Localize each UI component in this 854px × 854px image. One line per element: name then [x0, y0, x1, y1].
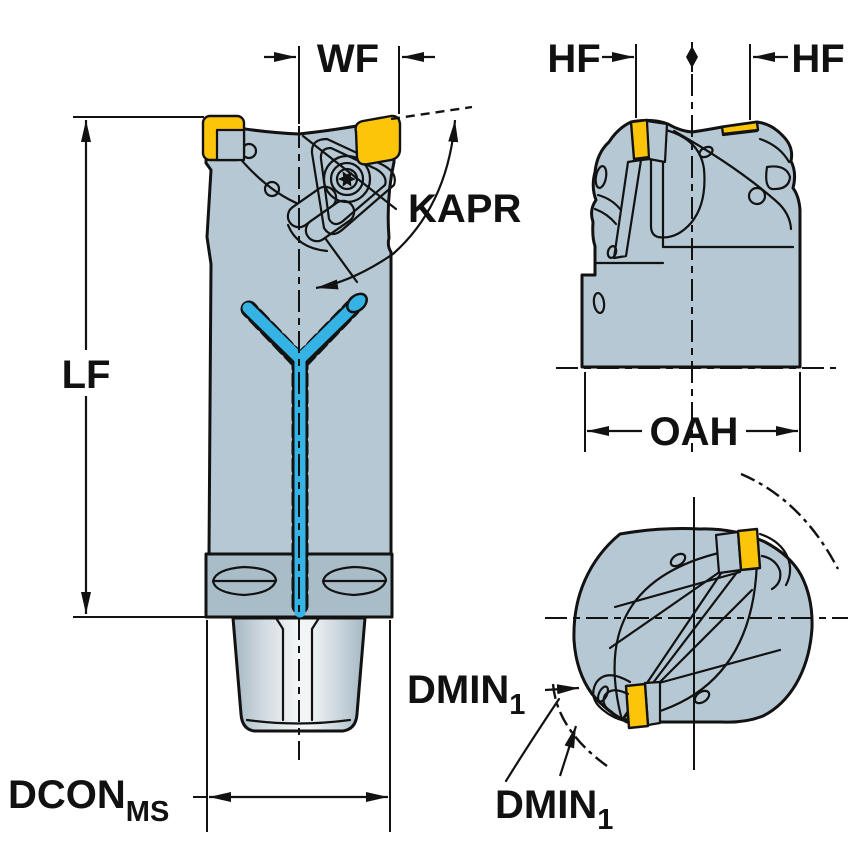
front-view [201, 46, 402, 760]
side-body-hole [592, 291, 606, 315]
flange-slot-right [321, 565, 388, 597]
top-clamp-hole-lower [596, 685, 610, 703]
coolant-outlet-hole [346, 292, 368, 314]
dmin-lower-main: DMIN [495, 783, 597, 827]
oah-dimension: OAH [584, 372, 801, 454]
dmin-upper-arrow [544, 684, 580, 695]
kapr-dimension: KAPR [315, 105, 521, 290]
center-mark-icon [686, 46, 698, 68]
lens-chords [608, 544, 782, 722]
top-clamp-arcs-lower [592, 674, 632, 723]
left-lobe-lines [593, 193, 622, 226]
top-insert-upper [736, 527, 762, 572]
shank-chamfer-line [245, 718, 352, 725]
side-pin-circle [747, 186, 767, 206]
lf-label-mask [58, 350, 114, 396]
hf-left-label: HF [547, 37, 600, 81]
oah-label: OAH [650, 410, 739, 454]
front-insert-right [354, 114, 402, 166]
dmin-lower-label: DMIN1 [495, 783, 613, 836]
dcon-label: DCONMS [8, 773, 169, 828]
top-clamp-arcs-upper [758, 532, 792, 591]
kapr-angle-arc [315, 119, 459, 290]
flange-slot-left [211, 565, 278, 597]
wf-label: WF [317, 37, 379, 81]
shank-bore [274, 616, 321, 722]
dcon-sub: MS [126, 796, 170, 828]
right-lobe-lines [758, 137, 792, 191]
kapr-edge-extension [390, 105, 473, 121]
pocket-back-curve [648, 125, 706, 239]
dmin-upper-label: DMIN1 [407, 668, 525, 721]
top-insert-assembly-upper [714, 527, 792, 591]
lf-dimension: LF [58, 116, 208, 618]
side-head-details [592, 118, 795, 315]
wf-dimension: WF [264, 37, 435, 114]
side-insert-left-underline [631, 157, 652, 163]
top-screw-hole-2 [693, 689, 711, 705]
side-pivot-ellipse [594, 165, 608, 189]
dmin-circle-arc-lower [551, 683, 608, 767]
hf-right-label: HF [791, 37, 844, 81]
dmin-upper-main: DMIN [407, 668, 509, 712]
side-insert-left-block [645, 119, 669, 164]
front-insert-left-seat [215, 128, 246, 162]
top-view [504, 472, 848, 783]
top-insert-assembly-lower [592, 674, 662, 730]
head-hole-2 [263, 180, 281, 198]
head-sweep-curve [672, 129, 793, 231]
hf-dimension: HF HF [547, 37, 845, 120]
dmin-lower-dimension: DMIN1 [495, 725, 613, 836]
dcon-dimension: DCONMS [8, 620, 391, 832]
dmin-upper-sub: 1 [509, 689, 525, 721]
top-insert-block-upper [714, 530, 743, 575]
top-insert-lower [624, 682, 650, 730]
blade-tip-hole [606, 245, 618, 259]
cutting-circle-arc [504, 697, 561, 783]
dmin-lower-sub: 1 [597, 804, 613, 836]
kapr-label: KAPR [408, 187, 521, 231]
side-insert-right-underline [721, 129, 759, 137]
lf-label: LF [62, 353, 111, 397]
dmin-lower-arrow [558, 725, 578, 777]
side-view [556, 42, 836, 452]
top-screw-hole-1 [669, 552, 687, 568]
dmin-upper-dimension: DMIN1 [407, 668, 580, 721]
dcon-main: DCON [8, 773, 126, 817]
dmin-circle-arc-upper [740, 472, 840, 570]
